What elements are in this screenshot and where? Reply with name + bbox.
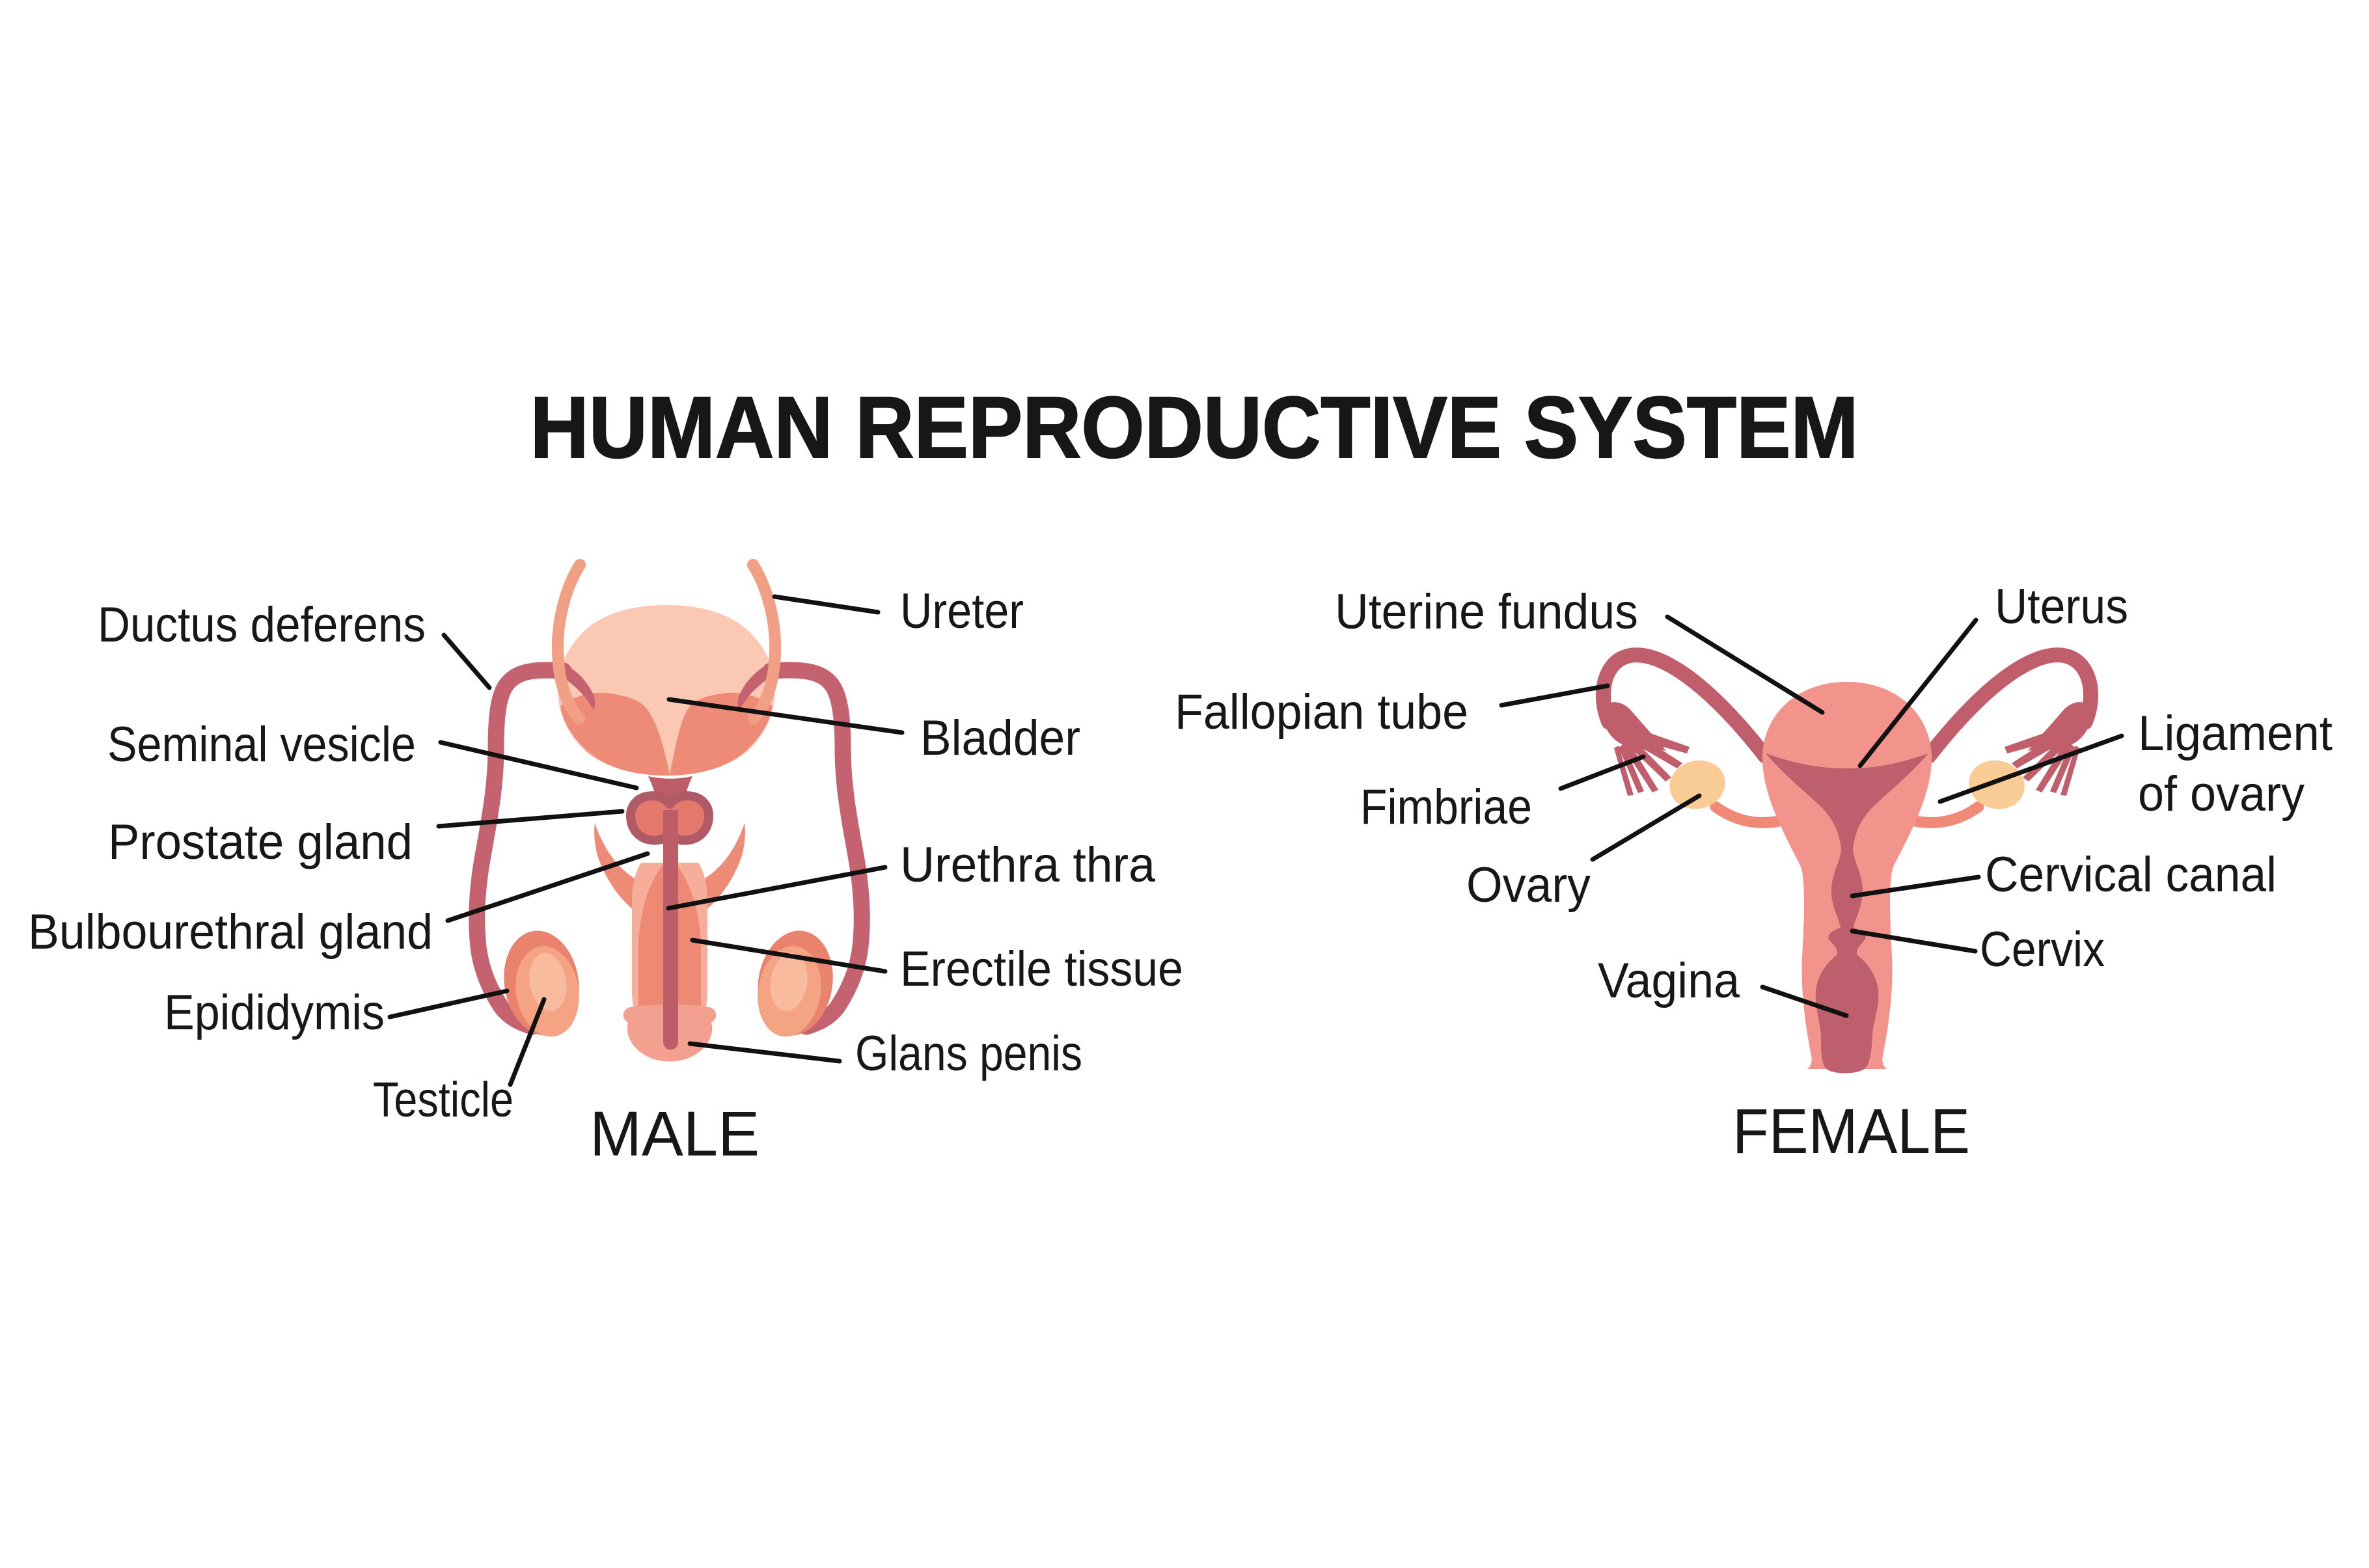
svg-text:Uterine fundus: Uterine fundus	[1335, 584, 1638, 640]
svg-text:Urethra thra: Urethra thra	[900, 837, 1156, 893]
svg-text:Erectile tissue: Erectile tissue	[900, 941, 1183, 997]
svg-text:Testicle: Testicle	[373, 1072, 514, 1128]
svg-text:FEMALE: FEMALE	[1732, 1096, 1970, 1167]
svg-text:Ovary: Ovary	[1466, 858, 1591, 913]
svg-text:Bladder: Bladder	[920, 710, 1080, 766]
svg-text:HUMAN REPRODUCTIVE SYSTEM: HUMAN REPRODUCTIVE SYSTEM	[530, 379, 1859, 476]
svg-text:Uterus: Uterus	[1995, 579, 2128, 634]
svg-text:Fimbriae: Fimbriae	[1360, 779, 1532, 835]
svg-text:Ligament: Ligament	[2138, 706, 2333, 761]
svg-text:Glans penis: Glans penis	[855, 1026, 1082, 1081]
svg-text:Prostate gland: Prostate gland	[108, 815, 413, 870]
svg-text:Vagina: Vagina	[1598, 953, 1740, 1008]
svg-text:Ductus deferens: Ductus deferens	[98, 597, 426, 653]
svg-text:of ovary: of ovary	[2138, 766, 2305, 822]
svg-text:Bulbourethral gland: Bulbourethral gland	[28, 904, 433, 960]
svg-text:MALE: MALE	[590, 1098, 760, 1169]
svg-text:Epididymis: Epididymis	[164, 985, 385, 1040]
svg-text:Ureter: Ureter	[900, 584, 1024, 639]
svg-text:Cervical canal: Cervical canal	[1985, 847, 2277, 902]
svg-text:Cervix: Cervix	[1980, 922, 2105, 977]
svg-text:Seminal vesicle: Seminal vesicle	[107, 717, 416, 772]
svg-text:Fallopian tube: Fallopian tube	[1175, 684, 1468, 740]
